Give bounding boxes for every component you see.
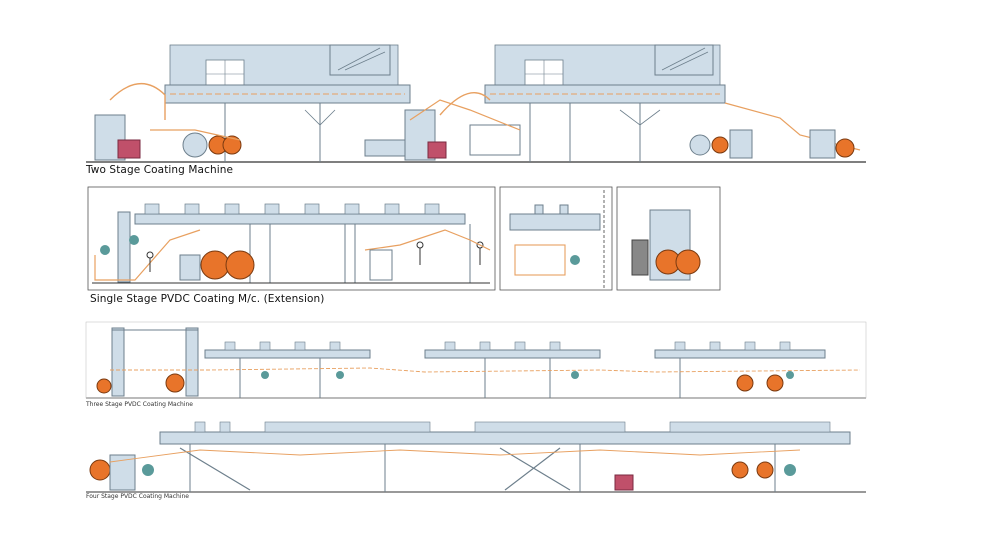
coating-station-2 xyxy=(404,92,521,161)
three-stage-machine-drawing xyxy=(85,321,867,399)
dryer-hood-2 xyxy=(484,44,726,162)
single-stage-machine-drawing xyxy=(87,186,721,291)
dryer-hood-1 xyxy=(164,44,411,162)
rewinder-station xyxy=(689,102,861,159)
caption-three-stage: Three Stage PVDC Coating Machine xyxy=(86,401,193,408)
caption-four-stage: Four Stage PVDC Coating Machine xyxy=(86,493,189,500)
four-stage-machine-drawing xyxy=(86,421,866,493)
caption-two-stage: Two Stage Coating Machine xyxy=(86,164,234,176)
coating-station-1 xyxy=(94,82,406,161)
caption-single-stage: Single Stage PVDC Coating M/c. (Extensio… xyxy=(90,293,325,305)
two-stage-machine-drawing xyxy=(86,44,866,163)
